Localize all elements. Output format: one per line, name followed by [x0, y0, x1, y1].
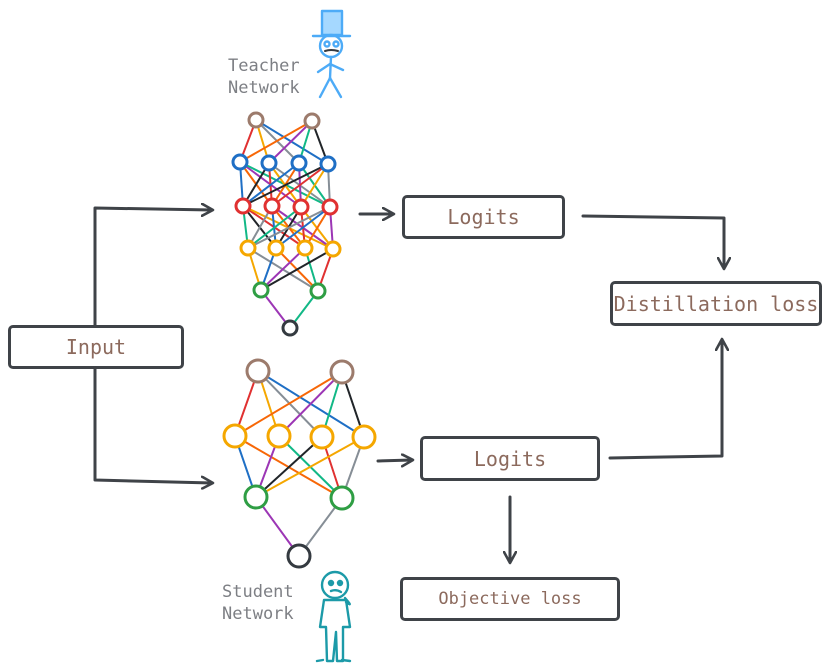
student-logits-to-distillation-arrow — [608, 340, 722, 460]
student-logits-label: Logits — [473, 446, 547, 471]
student-caption-line1: Student — [222, 582, 294, 602]
teacher-caption-line2: Network — [228, 78, 300, 98]
distillation-loss-label: Distillation loss — [613, 291, 819, 316]
teacher-edge — [242, 163, 329, 207]
student-figure-icon — [315, 570, 352, 663]
input-label: Input — [65, 335, 127, 359]
teacher-node — [247, 111, 265, 129]
teacher-logits-box: Logits — [402, 195, 565, 239]
teacher-node — [231, 153, 249, 171]
teacher-edge — [271, 163, 329, 207]
teacher-node — [263, 197, 281, 215]
distillation-loss-box: Distillation loss — [610, 281, 822, 326]
student-node — [243, 484, 269, 510]
input-box: Input — [8, 325, 184, 369]
student-logits-box: Logits — [420, 436, 600, 481]
teacher-node — [267, 239, 285, 257]
teacher-node — [324, 240, 342, 258]
teacher-node — [290, 154, 308, 172]
teacher-node — [234, 197, 252, 215]
teacher-node — [321, 198, 339, 216]
student-edge — [278, 371, 343, 437]
flow-arrows — [93, 208, 724, 562]
student-node — [329, 485, 355, 511]
teacher-network-graph — [231, 111, 342, 337]
student-node — [351, 424, 377, 450]
student-nodes — [222, 358, 377, 569]
teacher-edge — [242, 162, 300, 207]
teacher-logits-label: Logits — [447, 205, 520, 229]
teacher-edge — [239, 120, 313, 163]
teacher-figure-icon — [311, 9, 352, 99]
student-to-logits-arrow — [376, 460, 412, 461]
student-node — [329, 359, 355, 385]
student-edge — [255, 436, 365, 498]
teacher-edge — [268, 120, 313, 164]
student-edges — [234, 370, 365, 557]
teacher-nodes — [231, 111, 342, 337]
teacher-node — [252, 281, 270, 299]
student-edge — [255, 436, 323, 498]
student-node — [222, 423, 248, 449]
teacher-edge — [260, 248, 334, 291]
student-edge — [234, 371, 343, 437]
teacher-node — [239, 239, 257, 257]
student-node — [309, 424, 335, 450]
teacher-node — [281, 319, 299, 337]
teacher-network-caption: Teacher Network — [228, 55, 300, 99]
teacher-node — [292, 198, 310, 216]
teacher-node — [260, 154, 278, 172]
student-caption-line2: Network — [222, 604, 294, 624]
objective-loss-label: Objective loss — [438, 589, 582, 609]
teacher-edge — [247, 206, 331, 249]
student-network-caption: Student Network — [222, 581, 294, 625]
student-network-graph — [222, 358, 377, 569]
teacher-edge — [247, 206, 302, 249]
input-to-student-arrow — [93, 366, 212, 483]
teacher-caption-line1: Teacher — [228, 56, 300, 76]
teacher-node — [296, 239, 314, 257]
teacher-node — [303, 112, 321, 130]
teacher-node — [309, 282, 327, 300]
teacher-logits-to-distillation-arrow — [581, 214, 724, 268]
teacher-edge — [255, 119, 329, 165]
teacher-edge — [260, 247, 306, 291]
teacher-node — [319, 155, 337, 173]
student-node — [286, 543, 312, 569]
student-node — [245, 358, 271, 384]
objective-loss-box: Objective loss — [400, 577, 620, 621]
input-to-teacher-arrow — [93, 208, 212, 328]
teacher-edge — [275, 206, 331, 249]
student-node — [266, 423, 292, 449]
